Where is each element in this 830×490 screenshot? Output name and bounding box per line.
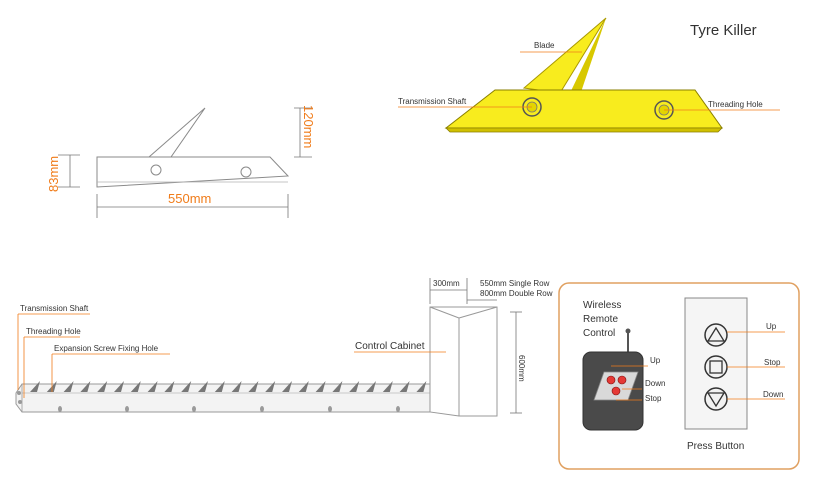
yellow-base-body [444, 89, 723, 129]
spike [298, 381, 309, 392]
end-threading-hole [18, 400, 22, 404]
spike-row [30, 381, 427, 392]
transmission-shaft-label: Transmission Shaft [398, 97, 467, 106]
remote-down-label: Down [645, 379, 665, 388]
side-view-shaft-hole [150, 164, 162, 176]
end-transmission-shaft [17, 391, 21, 395]
remote-down-button[interactable] [617, 375, 627, 385]
stop-square-icon [709, 360, 723, 374]
cabinet-width-label: 300mm [433, 279, 460, 288]
fixing-hole [396, 406, 400, 412]
control-cabinet-label: Control Cabinet [355, 341, 425, 352]
fixing-hole [58, 406, 62, 412]
spike [366, 381, 376, 392]
spike [315, 381, 326, 392]
spike [282, 381, 292, 392]
spike [248, 381, 259, 392]
spike [181, 381, 192, 392]
down-triangle-icon [706, 392, 726, 408]
spike [265, 381, 276, 392]
remote-title-line-2: Remote [583, 314, 618, 325]
spike [198, 381, 208, 392]
bottom-threading-hole-label: Threading Hole [26, 327, 81, 336]
remote-title-line-1: Wireless [583, 300, 621, 311]
spike [416, 381, 427, 392]
press-down-label: Down [763, 390, 783, 399]
fixing-hole [125, 406, 129, 412]
side-view-blade [147, 107, 206, 158]
control-cabinet [354, 278, 522, 417]
width-dimension-label: 550mm [168, 191, 211, 206]
remote-stop-label: Stop [645, 394, 662, 403]
spike [63, 381, 74, 392]
diagram-title: Tyre Killer [690, 22, 757, 39]
blade-label: Blade [534, 41, 555, 50]
press-button-box [684, 297, 785, 430]
long-tyre-killer [15, 313, 431, 413]
cabinet-depth-double-label: 800mm Double Row [480, 289, 553, 298]
spike [30, 381, 40, 392]
fixing-hole-row [58, 406, 400, 412]
remote-title-line-3: Control [583, 328, 615, 339]
fixing-hole [260, 406, 264, 412]
left-height-dimension-label: 83mm [46, 156, 61, 192]
yellow-base-bottom [445, 127, 723, 133]
cabinet-height-label: 600mm [517, 355, 526, 382]
press-stop-label: Stop [764, 358, 781, 367]
spike [332, 381, 343, 392]
yellow-blade-shade [570, 18, 606, 95]
spike [130, 381, 141, 392]
fixing-hole [192, 406, 196, 412]
yellow-blade [522, 17, 607, 94]
up-triangle-icon [706, 326, 726, 342]
side-view-threading-hole [240, 166, 252, 178]
spike [164, 381, 175, 392]
yellow-tyre-killer [398, 17, 780, 133]
spike [231, 381, 242, 392]
remote-up-label: Up [650, 356, 661, 365]
long-tyre-killer-body [15, 383, 431, 413]
spike [97, 381, 108, 392]
spike [349, 381, 360, 392]
remote-stop-button[interactable] [611, 386, 621, 396]
expansion-screw-label: Expansion Screw Fixing Hole [54, 344, 159, 353]
spike [214, 381, 225, 392]
spike [382, 381, 393, 392]
cabinet-depth-single-label: 550mm Single Row [480, 279, 550, 288]
bottom-transmission-shaft-label: Transmission Shaft [20, 304, 89, 313]
threading-hole-label: Threading Hole [708, 100, 763, 109]
right-height-dimension-label: 120mm [301, 105, 316, 148]
remote-up-button[interactable] [606, 375, 616, 385]
spike [114, 381, 124, 392]
press-button-caption: Press Button [687, 441, 744, 452]
spike [399, 381, 410, 392]
wireless-remote [582, 328, 648, 431]
press-stop-button[interactable] [704, 355, 728, 379]
side-view-drawing [58, 107, 312, 218]
side-view-body [96, 156, 290, 188]
press-up-label: Up [766, 322, 777, 331]
spike [147, 381, 158, 392]
fixing-hole [328, 406, 332, 412]
spike [80, 381, 91, 392]
